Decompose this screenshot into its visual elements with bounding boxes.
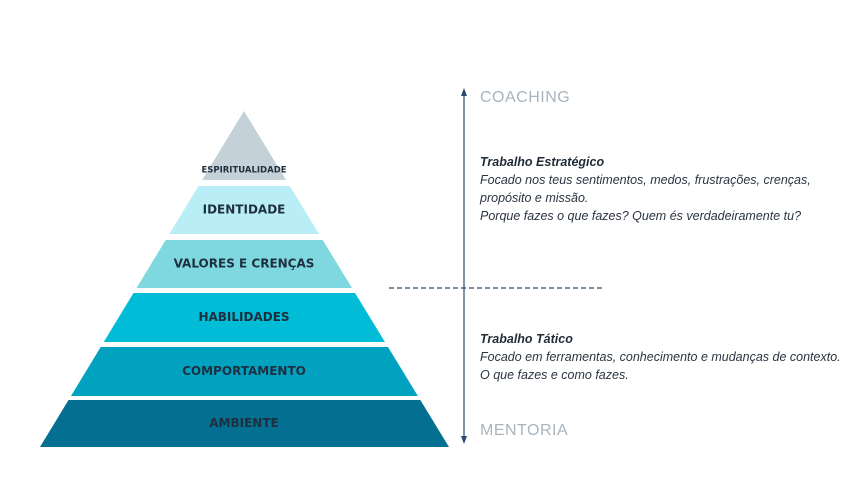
pyramid-level-espiritualidade	[202, 111, 287, 180]
coaching-mentoring-axis	[461, 88, 467, 444]
tactical-work-line-2: O que fazes e como fazes.	[480, 368, 629, 382]
pyramid-level-valores-e-crencas	[136, 240, 352, 288]
pyramid-level-ambiente	[40, 400, 449, 447]
strategic-work-line-1: Focado nos teus sentimentos, medos, frus…	[480, 173, 811, 187]
pyramid-label-valores-e-crencas: VALORES E CRENÇAS	[174, 257, 315, 271]
pyramid-label-habilidades: HABILIDADES	[198, 310, 289, 324]
pyramid-level-identidade	[169, 186, 320, 234]
pyramid-level-comportamento	[70, 347, 418, 396]
arrow-up-icon	[461, 88, 467, 96]
pyramid-label-comportamento: COMPORTAMENTO	[182, 364, 306, 378]
pyramid-label-identidade: IDENTIDADE	[203, 203, 286, 217]
strategic-work-line-3: Porque fazes o que fazes? Quem és verdad…	[480, 209, 802, 223]
strategic-work-title: Trabalho Estratégico	[480, 155, 605, 169]
pyramid-level-habilidades	[103, 293, 385, 342]
pyramid-label-espiritualidade: ESPIRITUALIDADE	[201, 166, 286, 176]
strategic-work-line-2: propósito e missão.	[480, 191, 589, 205]
pyramid-label-ambiente: AMBIENTE	[209, 416, 278, 430]
arrow-down-icon	[461, 436, 467, 444]
tactical-work-title: Trabalho Tático	[480, 332, 573, 346]
tactical-work-block: Trabalho Tático Focado em ferramentas, c…	[480, 330, 841, 384]
strategic-work-block: Trabalho Estratégico Focado nos teus sen…	[480, 153, 811, 225]
tactical-work-line-1: Focado em ferramentas, conhecimento e mu…	[480, 350, 841, 364]
coaching-label: COACHING	[480, 89, 571, 106]
mentoria-label: MENTORIA	[480, 422, 569, 439]
